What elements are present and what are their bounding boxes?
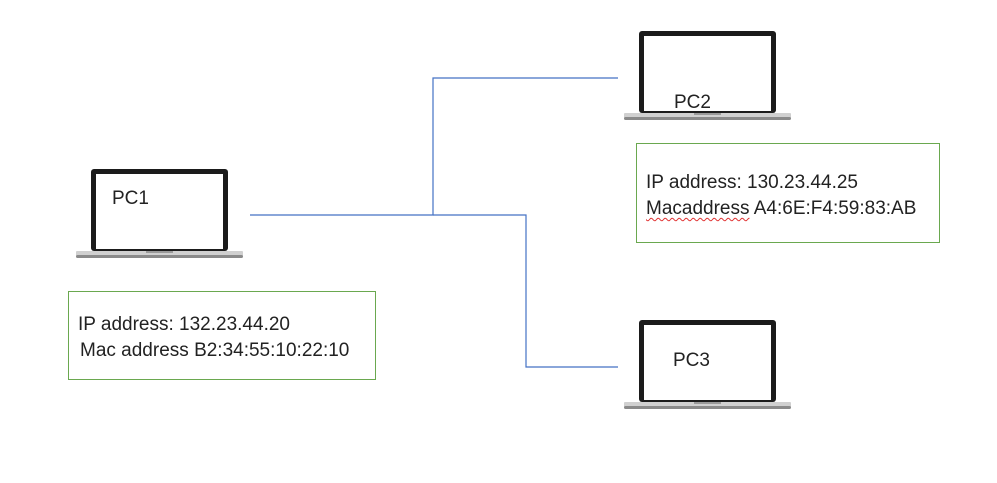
wire-pc1-pc2 (250, 77, 618, 216)
laptop-pc2 (624, 30, 792, 122)
pc1-mac-prefix: Mac address (80, 340, 189, 361)
pc2-mac-prefix: Macaddress (646, 198, 750, 219)
pc1-label: PC1 (112, 188, 149, 209)
laptop-pc1 (76, 168, 244, 260)
pc2-ip-address: IP address: 130.23.44.25 (646, 172, 858, 193)
laptop-icon (624, 320, 791, 409)
pc1-mac-address: Mac address B2:34:55:10:22:10 (78, 338, 375, 364)
pc1-info-box: IP address: 132.23.44.20 Mac address B2:… (68, 291, 376, 380)
pc1-ip-address: IP address: 132.23.44.20 (78, 314, 290, 335)
pc2-mac-value: A4:6E:F4:59:83:AB (753, 198, 917, 219)
pc1-mac-value: B2:34:55:10:22:10 (194, 340, 350, 361)
wire-pc1-pc3 (433, 214, 618, 368)
pc2-mac-address: Macaddress A4:6E:F4:59:83:AB (646, 196, 939, 222)
laptop-icon (76, 169, 243, 258)
laptop-pc3 (624, 319, 792, 411)
pc2-label: PC2 (674, 92, 711, 113)
laptop-icon (624, 31, 791, 120)
pc2-info-box: IP address: 130.23.44.25 Macaddress A4:6… (636, 143, 940, 243)
pc3-label: PC3 (673, 350, 710, 371)
